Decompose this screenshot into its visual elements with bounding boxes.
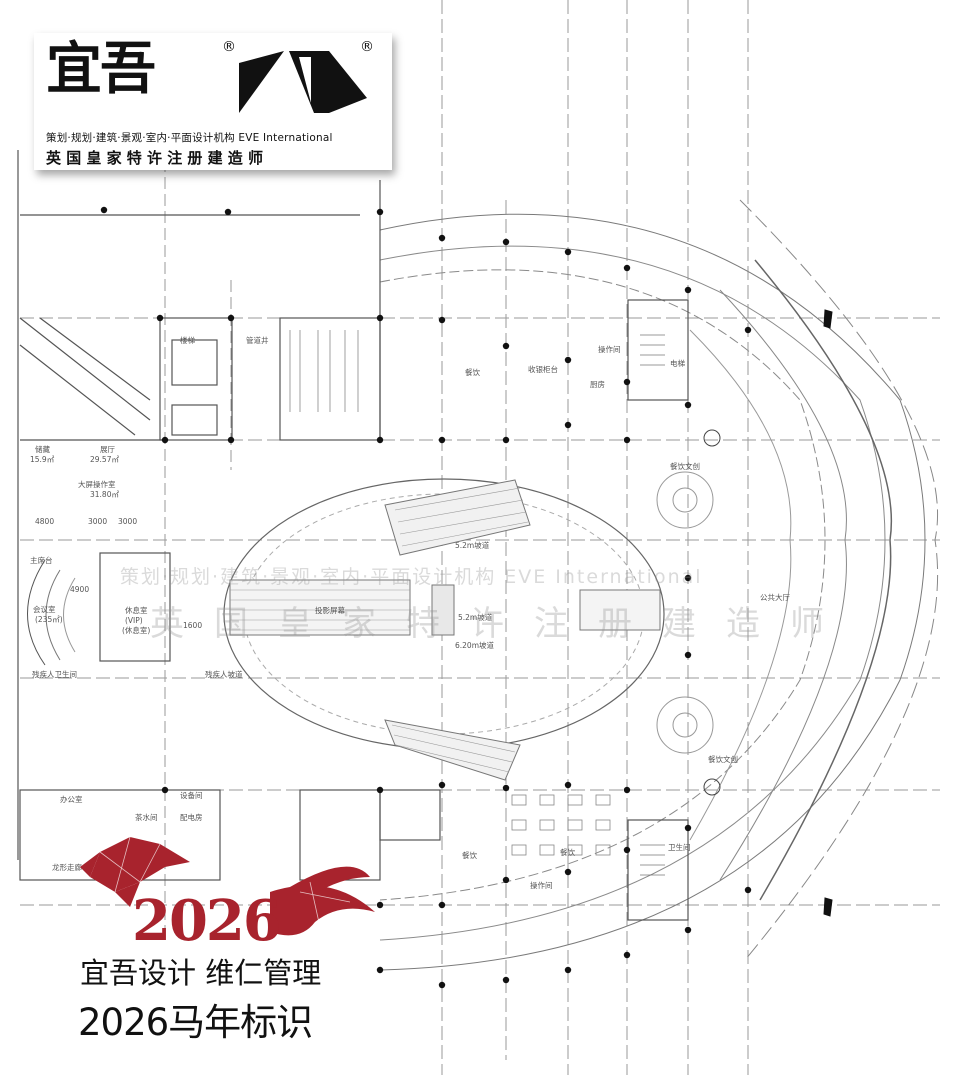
horse-2026-emblem: 2026 — [80, 836, 375, 950]
caption-line-2: 2026马年标识 — [78, 1001, 313, 1044]
label-office: 办公室 — [60, 794, 83, 804]
label-elev: 电梯 — [670, 358, 685, 368]
label-dim-3: 3000 — [118, 517, 137, 526]
label-water: 茶水间 — [135, 812, 158, 822]
watermark-line-2: 英国皇家特许注册建造师 — [150, 604, 854, 644]
label-equip: 设备间 — [180, 790, 203, 800]
brand-logo-card: 宜吾 ® ® 策划·规划·建筑·景观·室内·平面设计机构 EVE Interna… — [34, 33, 392, 170]
label-culture-2: 餐饮文创 — [708, 754, 738, 764]
label-electric: 配电房 — [180, 812, 203, 822]
label-equipment: 大屏操作室 — [78, 479, 116, 489]
label-room-2: 操作间 — [530, 880, 553, 890]
registered-mark-2: ® — [360, 39, 374, 55]
label-center: 投影屏幕 — [315, 605, 345, 615]
label-foyer: 公共大厅 — [760, 592, 790, 602]
label-dim-2: 3000 — [88, 517, 107, 526]
label-equipment-area: 31.80㎡ — [90, 490, 119, 499]
label-exhibit: 展厅 — [100, 445, 115, 454]
label-ramp-1: 5.2m坡道 — [455, 540, 490, 550]
label-toilet-note: 残疾人卫生间 — [32, 669, 77, 679]
brand-tagline: 策划·规划·建筑·景观·室内·平面设计机构 EVE International — [46, 132, 333, 144]
label-dragon: 龙形走廊 — [52, 862, 82, 872]
brand-logo-text: 宜吾 — [46, 36, 156, 102]
registered-mark-1: ® — [222, 39, 236, 55]
label-lounge: 休息室 — [125, 605, 148, 615]
label-vip: (VIP) — [125, 616, 143, 625]
caption-line-1: 宜吾设计 维仁管理 — [80, 956, 322, 990]
label-ramp-2: 5.2m坡道 — [458, 612, 493, 622]
label-kitchen: 厨房 — [590, 379, 605, 389]
label-stair: 楼梯 — [180, 335, 195, 345]
label-dim-1600: 1600 — [183, 621, 202, 630]
label-exhibit-area: 29.57㎡ — [90, 455, 119, 464]
label-culture-1: 餐饮文创 — [670, 461, 700, 471]
label-dim-1: 4800 — [35, 517, 54, 526]
label-storage: 储藏 — [35, 444, 50, 454]
label-ramp-3: 6.20m坡道 — [455, 640, 495, 650]
label-lounge-area: (休息室) — [122, 625, 150, 635]
label-platform: 主席台 — [30, 555, 53, 565]
horse-year-text: 2026 — [132, 888, 280, 950]
label-meeting-area: (235㎡) — [35, 615, 63, 624]
label-shaft: 管道井 — [246, 335, 269, 345]
label-room: 操作间 — [598, 344, 621, 354]
label-dining-bottom: 餐饮 — [462, 850, 477, 860]
label-dining-mid: 餐饮 — [560, 847, 575, 857]
label-meeting: 会议室 — [33, 604, 56, 614]
label-toilet-2: 卫生间 — [668, 842, 691, 852]
label-storage-area: 15.9㎡ — [30, 455, 55, 464]
label-access-note: 残疾人坡道 — [205, 669, 243, 679]
label-dim-4900: 4900 — [70, 585, 89, 594]
brand-subtitle: 英国皇家特许注册建造师 — [46, 149, 269, 167]
label-cashier: 收银柜台 — [528, 364, 558, 374]
brand-triangle-icon — [239, 51, 367, 113]
watermark-line-1: 策划·规划·建筑·景观·室内·平面设计机构 EVE International — [120, 566, 703, 588]
label-dining-top: 餐饮 — [465, 367, 480, 377]
